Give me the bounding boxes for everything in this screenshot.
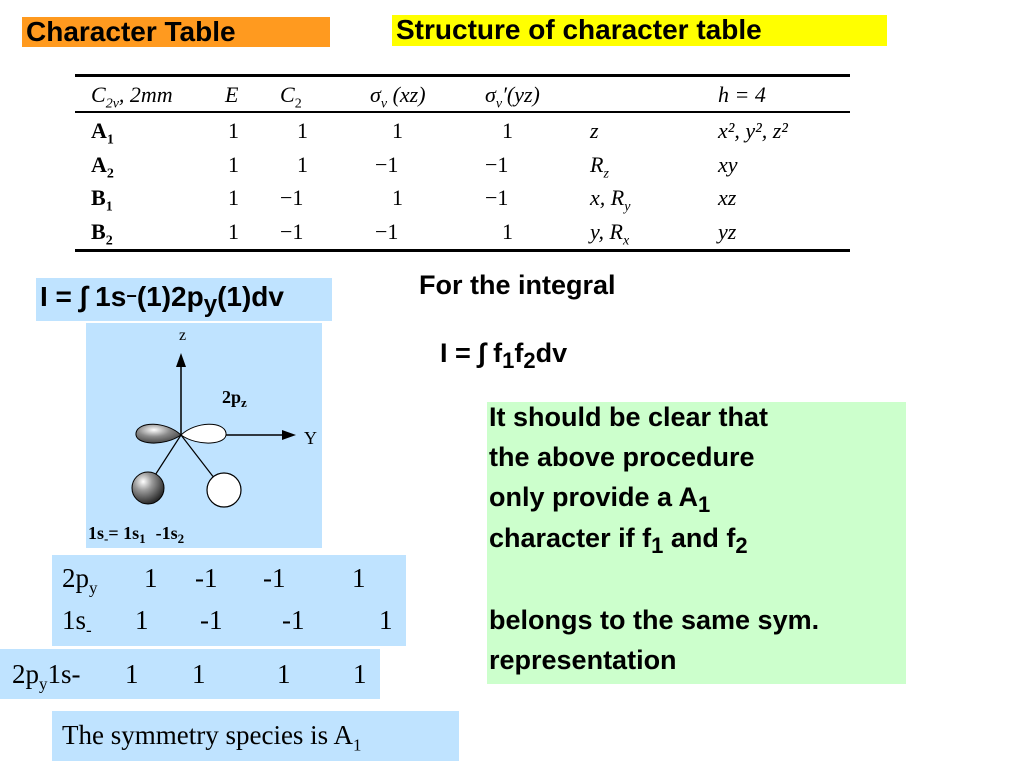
orbital-lobe-shaded: [135, 423, 182, 444]
py-value-4: 1: [352, 563, 366, 593]
row-b1-sv: 1: [392, 185, 403, 210]
row-a2-basis1: Rz: [590, 152, 609, 182]
orbital-label: 2pz: [222, 387, 247, 410]
note-box: It should be clear that the above proced…: [487, 402, 906, 684]
note-line-1: It should be clear that: [489, 402, 769, 432]
row-b1-basis1: x, Ry: [590, 185, 631, 215]
header-order: h = 4: [718, 82, 766, 107]
row-a2-label: A2: [91, 152, 114, 182]
integral-general-formula: I = ∫ f1f2dv: [440, 338, 568, 373]
row-a1-c2: 1: [297, 118, 308, 143]
y-axis-arrow: [282, 430, 296, 440]
title-character-table: Character Table: [22, 17, 330, 47]
row-a2-svp: −1: [485, 152, 509, 177]
axis-y-label: Y: [304, 428, 317, 448]
orbital-characters-box: 2py 1 -1 -1 1 1s- 1 -1 -1 1: [52, 555, 406, 646]
product-value-3: 1: [277, 659, 291, 689]
product-value-4: 1: [353, 659, 367, 689]
conclusion-box: The symmetry species is A1: [52, 711, 459, 761]
py-value-3: -1: [263, 563, 286, 593]
header-group: C2v, 2mm: [91, 82, 173, 112]
orbital-svg: z Y 2pz 1s-= 1s1-1s2: [88, 327, 317, 546]
title-structure: Structure of character table: [392, 15, 887, 46]
row-a1-e: 1: [228, 118, 239, 143]
row-a2-c2: 1: [297, 152, 308, 177]
bond-line-right: [180, 434, 219, 484]
row-b2-sv: −1: [375, 219, 399, 244]
row-a2-e: 1: [228, 152, 239, 177]
row-b2-basis1: y, Rx: [590, 219, 630, 249]
conclusion-text: The symmetry species is A1: [62, 720, 362, 755]
s-row-label: 1s-: [62, 605, 92, 640]
integral-formula-box: I = ∫ 1s−(1)2py(1)dv: [36, 278, 332, 321]
note-line-3: only provide a A1: [489, 482, 711, 517]
row-b2-label: B2: [91, 219, 113, 249]
product-value-1: 1: [125, 659, 139, 689]
header-sigma-yz: σv′(yz): [485, 82, 540, 112]
row-b2-svp: 1: [502, 219, 513, 244]
s-value-2: -1: [200, 605, 223, 635]
row-a1-svp: 1: [502, 118, 513, 143]
row-b2-e: 1: [228, 219, 239, 244]
note-line-6: representation: [489, 645, 677, 675]
header-e: E: [225, 82, 239, 107]
title-right-text: Structure of character table: [396, 14, 762, 45]
integral-formula: I = ∫ 1s−(1)2py(1)dv: [40, 281, 284, 318]
character-table: C2v, 2mm E C2 σv (xz) σv′(yz) h = 4 A1 1…: [75, 74, 850, 254]
row-a2-basis2: xy: [718, 152, 738, 177]
product-row-box: 2py1s- 1 1 1 1: [0, 649, 380, 699]
z-axis-arrow: [176, 353, 186, 367]
for-integral-text: For the integral: [419, 270, 616, 300]
py-value-1: 1: [144, 563, 158, 593]
header-sigma-xz: σv (xz): [370, 82, 426, 112]
s-value-1: 1: [135, 605, 149, 635]
axis-z-label: z: [179, 327, 186, 344]
py-value-2: -1: [195, 563, 218, 593]
sphere-open: [206, 472, 242, 508]
row-a1-sv: 1: [392, 118, 403, 143]
row-b1-basis2: xz: [718, 185, 737, 210]
row-b1-c2: −1: [280, 185, 304, 210]
row-a1-label: A1: [91, 118, 114, 148]
row-a2-sv: −1: [375, 152, 399, 177]
row-a1-basis1: z: [590, 118, 599, 143]
s-value-4: 1: [379, 605, 393, 635]
sphere-shaded: [131, 471, 165, 505]
table-top-rule: [75, 74, 850, 77]
diagram-caption: 1s-= 1s1-1s2: [88, 523, 184, 546]
note-line-5: belongs to the same sym.: [489, 605, 820, 635]
row-b2-c2: −1: [280, 219, 304, 244]
header-c2: C2: [280, 82, 302, 112]
row-a1-basis2: x², y², z²: [718, 118, 788, 143]
table-header-rule: [75, 111, 850, 113]
note-line-4: character if f1 and f2: [489, 523, 748, 558]
product-value-2: 1: [192, 659, 206, 689]
row-b1-svp: −1: [485, 185, 509, 210]
py-row-label: 2py: [62, 563, 98, 598]
row-b1-e: 1: [228, 185, 239, 210]
product-row-label: 2py1s-: [12, 659, 81, 694]
orbital-diagram: z Y 2pz 1s-= 1s1-1s2: [86, 323, 322, 548]
note-line-2: the above procedure: [489, 442, 755, 472]
title-left-text: Character Table: [26, 16, 236, 47]
table-bottom-rule: [75, 249, 850, 252]
orbital-lobe-open: [180, 423, 227, 444]
row-b1-label: B1: [91, 185, 113, 215]
s-value-3: -1: [282, 605, 305, 635]
row-b2-basis2: yz: [718, 219, 737, 244]
